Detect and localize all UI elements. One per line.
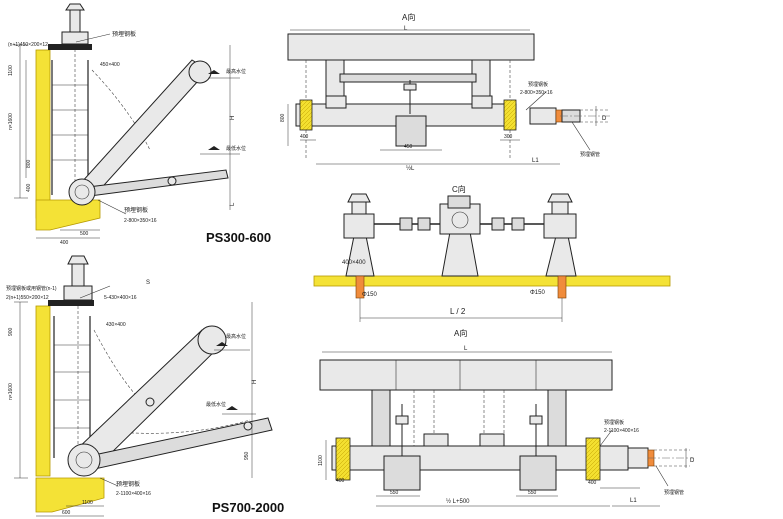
ps700-low-dim: 950 (244, 451, 250, 460)
a-view-bottom-h: 1100 (318, 455, 324, 466)
c-view-d2: Φ150 (530, 290, 545, 296)
top-beam-2 (319, 359, 613, 391)
a-view-top-embed-pipe: 预埋钢管 (580, 151, 600, 158)
ps300-L: L (230, 202, 236, 206)
a-view-bottom-embed-pipe: 预埋钢管 (664, 489, 684, 496)
floor-slab (313, 275, 671, 287)
a-view-top-L: L (404, 26, 408, 32)
ps700-plate-spec-2: 5-430×400×16 (104, 295, 137, 301)
wall-upper-2 (35, 305, 51, 477)
ps700-rail-len: n×1600 (8, 383, 14, 400)
ps700-min-level: 最低水位 (206, 401, 226, 408)
a-view-bottom-L1: L1 (630, 498, 637, 504)
ps300-title: PS300-600 (206, 230, 271, 245)
ps700-title: PS700-2000 (212, 500, 284, 515)
hoist-column (69, 7, 81, 33)
hoist-head (61, 31, 89, 45)
ps300-embed-plate-bottom-spec: 2-800×350×16 (124, 218, 157, 224)
pump-unit (395, 115, 427, 147)
a-view-top-D: D (602, 116, 607, 122)
hoist-column-2 (71, 261, 85, 287)
ps300-text: 预埋钢板 (n+1)450×200×12 450×400 最高水位 最低水位 预… (8, 30, 271, 246)
ps300-H: H (230, 116, 236, 120)
ps300-embed-plate-top: 预埋钢板 (112, 30, 136, 38)
outlet-flange-2 (627, 447, 649, 469)
pump-housing-2 (331, 445, 629, 471)
c-view-half: L / 2 (450, 307, 466, 316)
a-view-top-w1: 300 (504, 134, 513, 140)
wall-base-2 (35, 477, 105, 513)
ps700-embed-plate-top: 预埋钢板或用钢管(n-1) (6, 285, 57, 292)
c-view-text: C向 400×400 Φ150 Φ150 L / 2 (342, 184, 545, 316)
a-view-bottom-w2: 550 (390, 490, 399, 496)
ps700-embed-plate-bottom-spec: 2-1100×400×16 (116, 491, 151, 497)
ps300-top-height: 1100 (8, 65, 14, 76)
pump-arm (79, 59, 209, 195)
a-view-bottom-w4: 400 (588, 480, 597, 486)
ps700-top-height: 900 (8, 327, 14, 336)
a-view-top-embed-plate: 预埋钢板 (528, 81, 548, 88)
ps300-mid-dim: 800 (26, 159, 32, 168)
a-view-top-w2: 400 (300, 134, 309, 140)
ps300-low-dim: 400 (26, 183, 32, 192)
ps300-min-level: 最低水位 (226, 145, 246, 152)
wall-upper (35, 49, 51, 219)
c-view-d1: Φ150 (362, 292, 377, 298)
a-view-bottom-text: A向 L 1100 400 550 550 400 ½ L+500 L1 D 预… (318, 328, 695, 505)
ps300-embed-plate-top-spec: (n+1)450×200×12 (8, 42, 48, 48)
pump-unit-left (383, 455, 421, 491)
a-view-bottom-title: A向 (454, 328, 467, 338)
wall-base (35, 199, 101, 231)
outlet-flange (529, 107, 557, 125)
a-view-bottom-L: L (464, 346, 468, 352)
a-view-top-title: A向 (402, 12, 415, 22)
ps700-embed-plate-top-spec: 2(n+1)550×200×12 (6, 295, 49, 301)
ps300-plate-spec-2: 450×400 (100, 62, 120, 68)
pump-body-2 (67, 443, 101, 477)
ps700-base-w: 600 (62, 510, 71, 516)
ps700-embed-plate-bottom: 预埋钢板 (116, 480, 140, 488)
ps700-max-level: 最高水位 (226, 333, 246, 340)
a-view-top (287, 29, 610, 165)
ps300-base-w2: 500 (80, 231, 89, 237)
a-view-top-h: 800 (280, 113, 286, 122)
a-view-top-half: ½L (406, 165, 415, 172)
hoist-head-2 (63, 285, 93, 301)
top-plate (48, 44, 92, 50)
ps300-side-view (14, 3, 240, 239)
pump-unit-right (519, 455, 557, 491)
left-pedestal (345, 235, 375, 277)
a-view-bottom-w3: 550 (528, 490, 537, 496)
pump-body (68, 178, 96, 206)
a-view-bottom-w1: 400 (336, 478, 345, 484)
c-view (313, 193, 671, 322)
a-view-top-embed-plate-spec: 2-800×350×16 (520, 90, 553, 96)
ps300-rail-len: n×1600 (8, 113, 14, 130)
a-view-bottom-D: D (690, 458, 695, 464)
ps700-H: H (252, 380, 258, 384)
a-view-bottom-embed-plate-spec: 2-1100×400×16 (604, 428, 639, 434)
right-pedestal (545, 235, 577, 277)
c-view-title: C向 (452, 184, 466, 194)
top-beam (287, 33, 535, 61)
a-view-bottom-total: ½ L+500 (446, 498, 470, 505)
ps700-plate-spec-3: 430×400 (106, 322, 126, 328)
ps300-embed-plate-bottom: 预埋钢板 (124, 206, 148, 214)
ps700-marker-s: S (146, 280, 150, 286)
ps700-text: 预埋钢板或用钢管(n-1) 2(n+1)550×200×12 5-430×400… (6, 280, 284, 516)
middle-pedestal (441, 231, 479, 277)
a-view-top-w3: 450 (404, 144, 413, 150)
ps300-base-w: 400 (60, 240, 69, 246)
a-view-top-L1: L1 (532, 158, 539, 164)
ps300-max-level: 最高水位 (226, 68, 246, 75)
a-view-top-text: A向 L 800 400 300 450 ½L L1 D 预埋钢板 2-800×… (280, 12, 607, 172)
ps700-base-w2: 1100 (82, 500, 93, 506)
a-view-bottom-embed-plate: 预埋钢板 (604, 419, 624, 426)
c-view-size: 400×400 (342, 260, 366, 266)
a-view-bottom (319, 351, 694, 507)
ps700-side-view (14, 255, 273, 517)
